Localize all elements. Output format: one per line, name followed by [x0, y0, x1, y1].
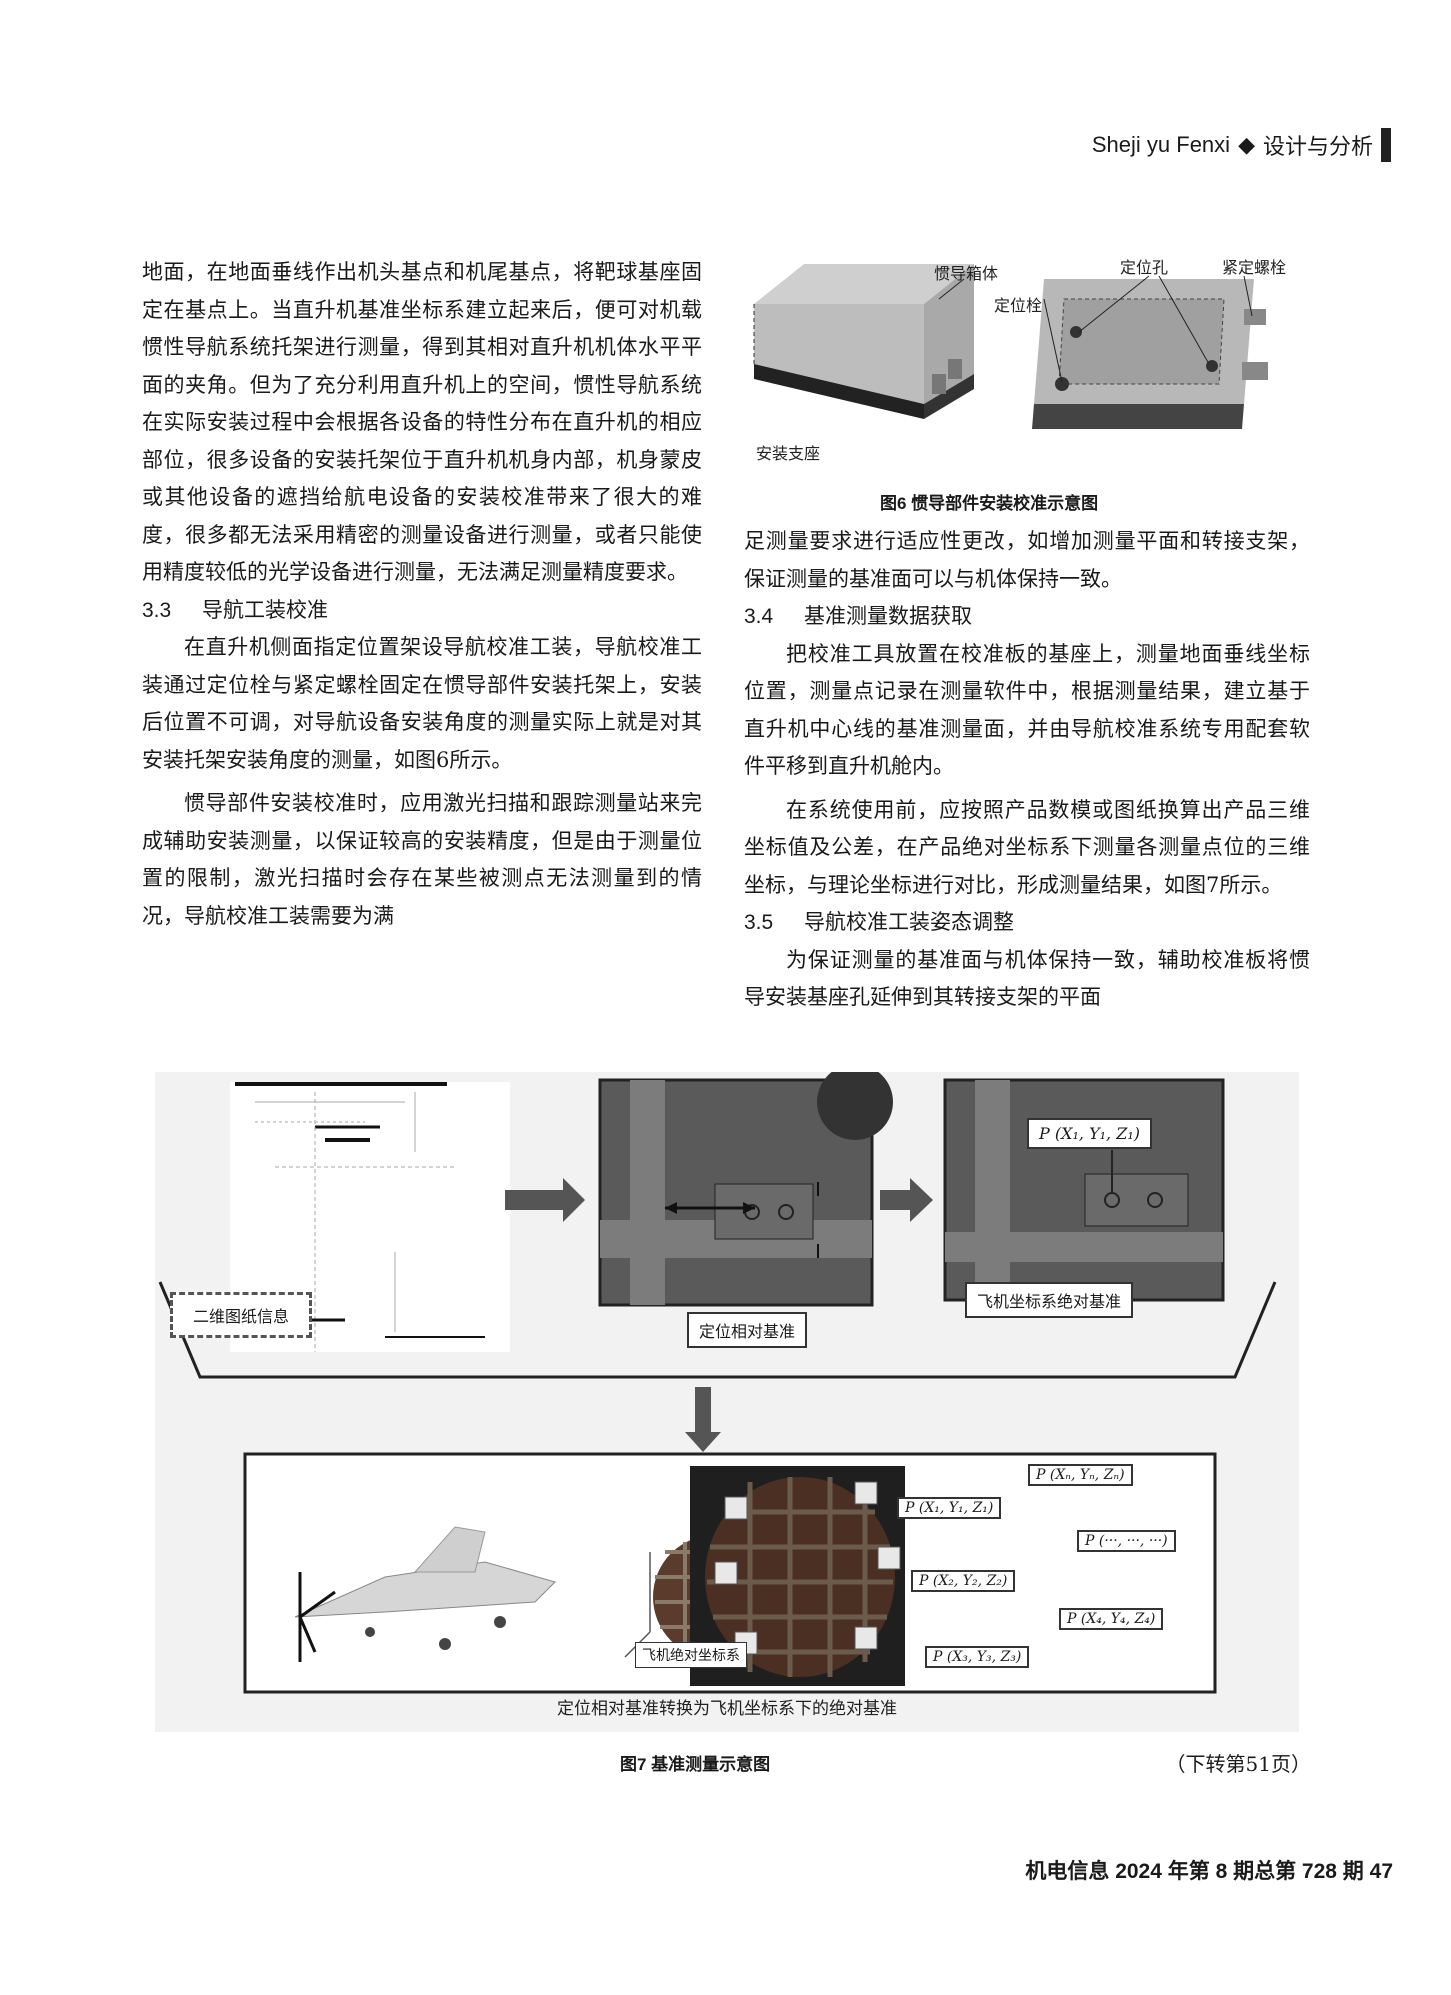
fig7-plane-cs-label: 飞机绝对坐标系 [635, 1642, 747, 1668]
figure-6-illustration [753, 264, 1268, 429]
section-number: 3.3 [142, 598, 172, 622]
fig6-label-pin: 定位栓 [994, 296, 1043, 315]
continued-note: （下转第51页） [1165, 1752, 1311, 1776]
fig7-p1-label: P (X₁, Y₁, Z₁) [1027, 1118, 1152, 1149]
fig7-p1: P (X₁, Y₁, Z₁) [897, 1497, 1002, 1519]
fig6-label-hole: 定位孔 [1120, 258, 1169, 277]
fig7-drawing-label: 二维图纸信息 [170, 1292, 313, 1338]
left-paragraph-1: 地面，在地面垂线作出机头基点和机尾基点，将靶球基座固定在基点上。当直升机基准坐标… [142, 260, 702, 584]
section-3-4-heading: 3.4 基准测量数据获取 [744, 598, 1310, 636]
fig6-label-bolt: 紧定螺栓 [1222, 258, 1287, 277]
left-paragraph-3: 惯导部件安装校准时，应用激光扫描和跟踪测量站来完成辅助安装测量，以保证较高的安装… [142, 791, 702, 928]
right-paragraph-4: 为保证测量的基准面与机体保持一致，辅助校准板将惯导安装基座孔延伸到其转接支架的平… [744, 947, 1310, 1010]
right-paragraph-2: 把校准工具放置在校准板的基座上，测量地面垂线坐标位置，测量点记录在测量软件中，根… [744, 641, 1310, 779]
figure-7-illustration [158, 1064, 1277, 1694]
header-bar [1381, 128, 1391, 162]
fig7-pn: P (Xₙ, Yₙ, Zₙ) [1028, 1464, 1133, 1486]
fig7-pdots: P (···, ···, ···) [1077, 1530, 1176, 1552]
right-paragraph-1: 足测量要求进行适应性更改，如增加测量平面和转接支架，保证测量的基准面可以与机体保… [744, 529, 1310, 591]
fig7-relative-label: 定位相对基准 [687, 1312, 808, 1348]
figure-6: 惯导箱体 定位孔 紧定螺栓 定位栓 安装支座 [744, 254, 1310, 476]
fig6-label-box: 惯导箱体 [934, 264, 999, 283]
fig7-absolute-label: 飞机坐标系绝对基准 [965, 1282, 1134, 1318]
section-3-5-heading: 3.5 导航校准工装姿态调整 [744, 904, 1310, 942]
figure-7-caption: 图7 基准测量示意图 [620, 1755, 771, 1774]
section-number: 3.5 [744, 911, 774, 934]
header-cn: 设计与分析 [1262, 134, 1373, 159]
fig7-p2: P (X₂, Y₂, Z₂) [911, 1570, 1016, 1592]
right-column: 足测量要求进行适应性更改，如增加测量平面和转接支架，保证测量的基准面可以与机体保… [744, 523, 1310, 1017]
fig7-p3: P (X₃, Y₃, Z₃) [925, 1646, 1030, 1668]
page-footer: 机电信息 2024 年第 8 期总第 728 期 47 [1025, 1860, 1393, 1883]
section-number: 3.4 [744, 605, 774, 628]
fig6-label-seat: 安装支座 [756, 444, 821, 463]
section-title: 基准测量数据获取 [804, 605, 972, 628]
right-paragraph-3: 在系统使用前，应按照产品数模或图纸换算出产品三维坐标值及公差，在产品绝对坐标系下… [744, 797, 1310, 897]
header-latin: Sheji yu Fenxi [1091, 132, 1231, 157]
fig7-p4: P (X₄, Y₄, Z₄) [1059, 1608, 1164, 1630]
running-header: Sheji yu Fenxi ◆ 设计与分析 [1092, 128, 1391, 162]
left-paragraph-2: 在直升机侧面指定位置架设导航校准工装，导航校准工装通过定位栓与紧定螺栓固定在惯导… [142, 635, 702, 772]
header-diamond: ◆ [1238, 132, 1255, 157]
figure-6-caption: 图6 惯导部件安装校准示意图 [880, 494, 1099, 513]
left-column: 地面，在地面垂线作出机头基点和机尾基点，将靶球基座固定在基点上。当直升机基准坐标… [142, 254, 702, 935]
figure-7: 二维图纸信息 定位相对基准 飞机坐标系绝对基准 P (X₁, Y₁, Z₁) 飞… [155, 1064, 1299, 1732]
section-title: 导航工装校准 [202, 598, 328, 622]
section-3-3-heading: 3.3 导航工装校准 [142, 592, 702, 630]
fig7-bottom-caption: 定位相对基准转换为飞机坐标系下的绝对基准 [557, 1699, 897, 1719]
section-title: 导航校准工装姿态调整 [804, 911, 1014, 934]
